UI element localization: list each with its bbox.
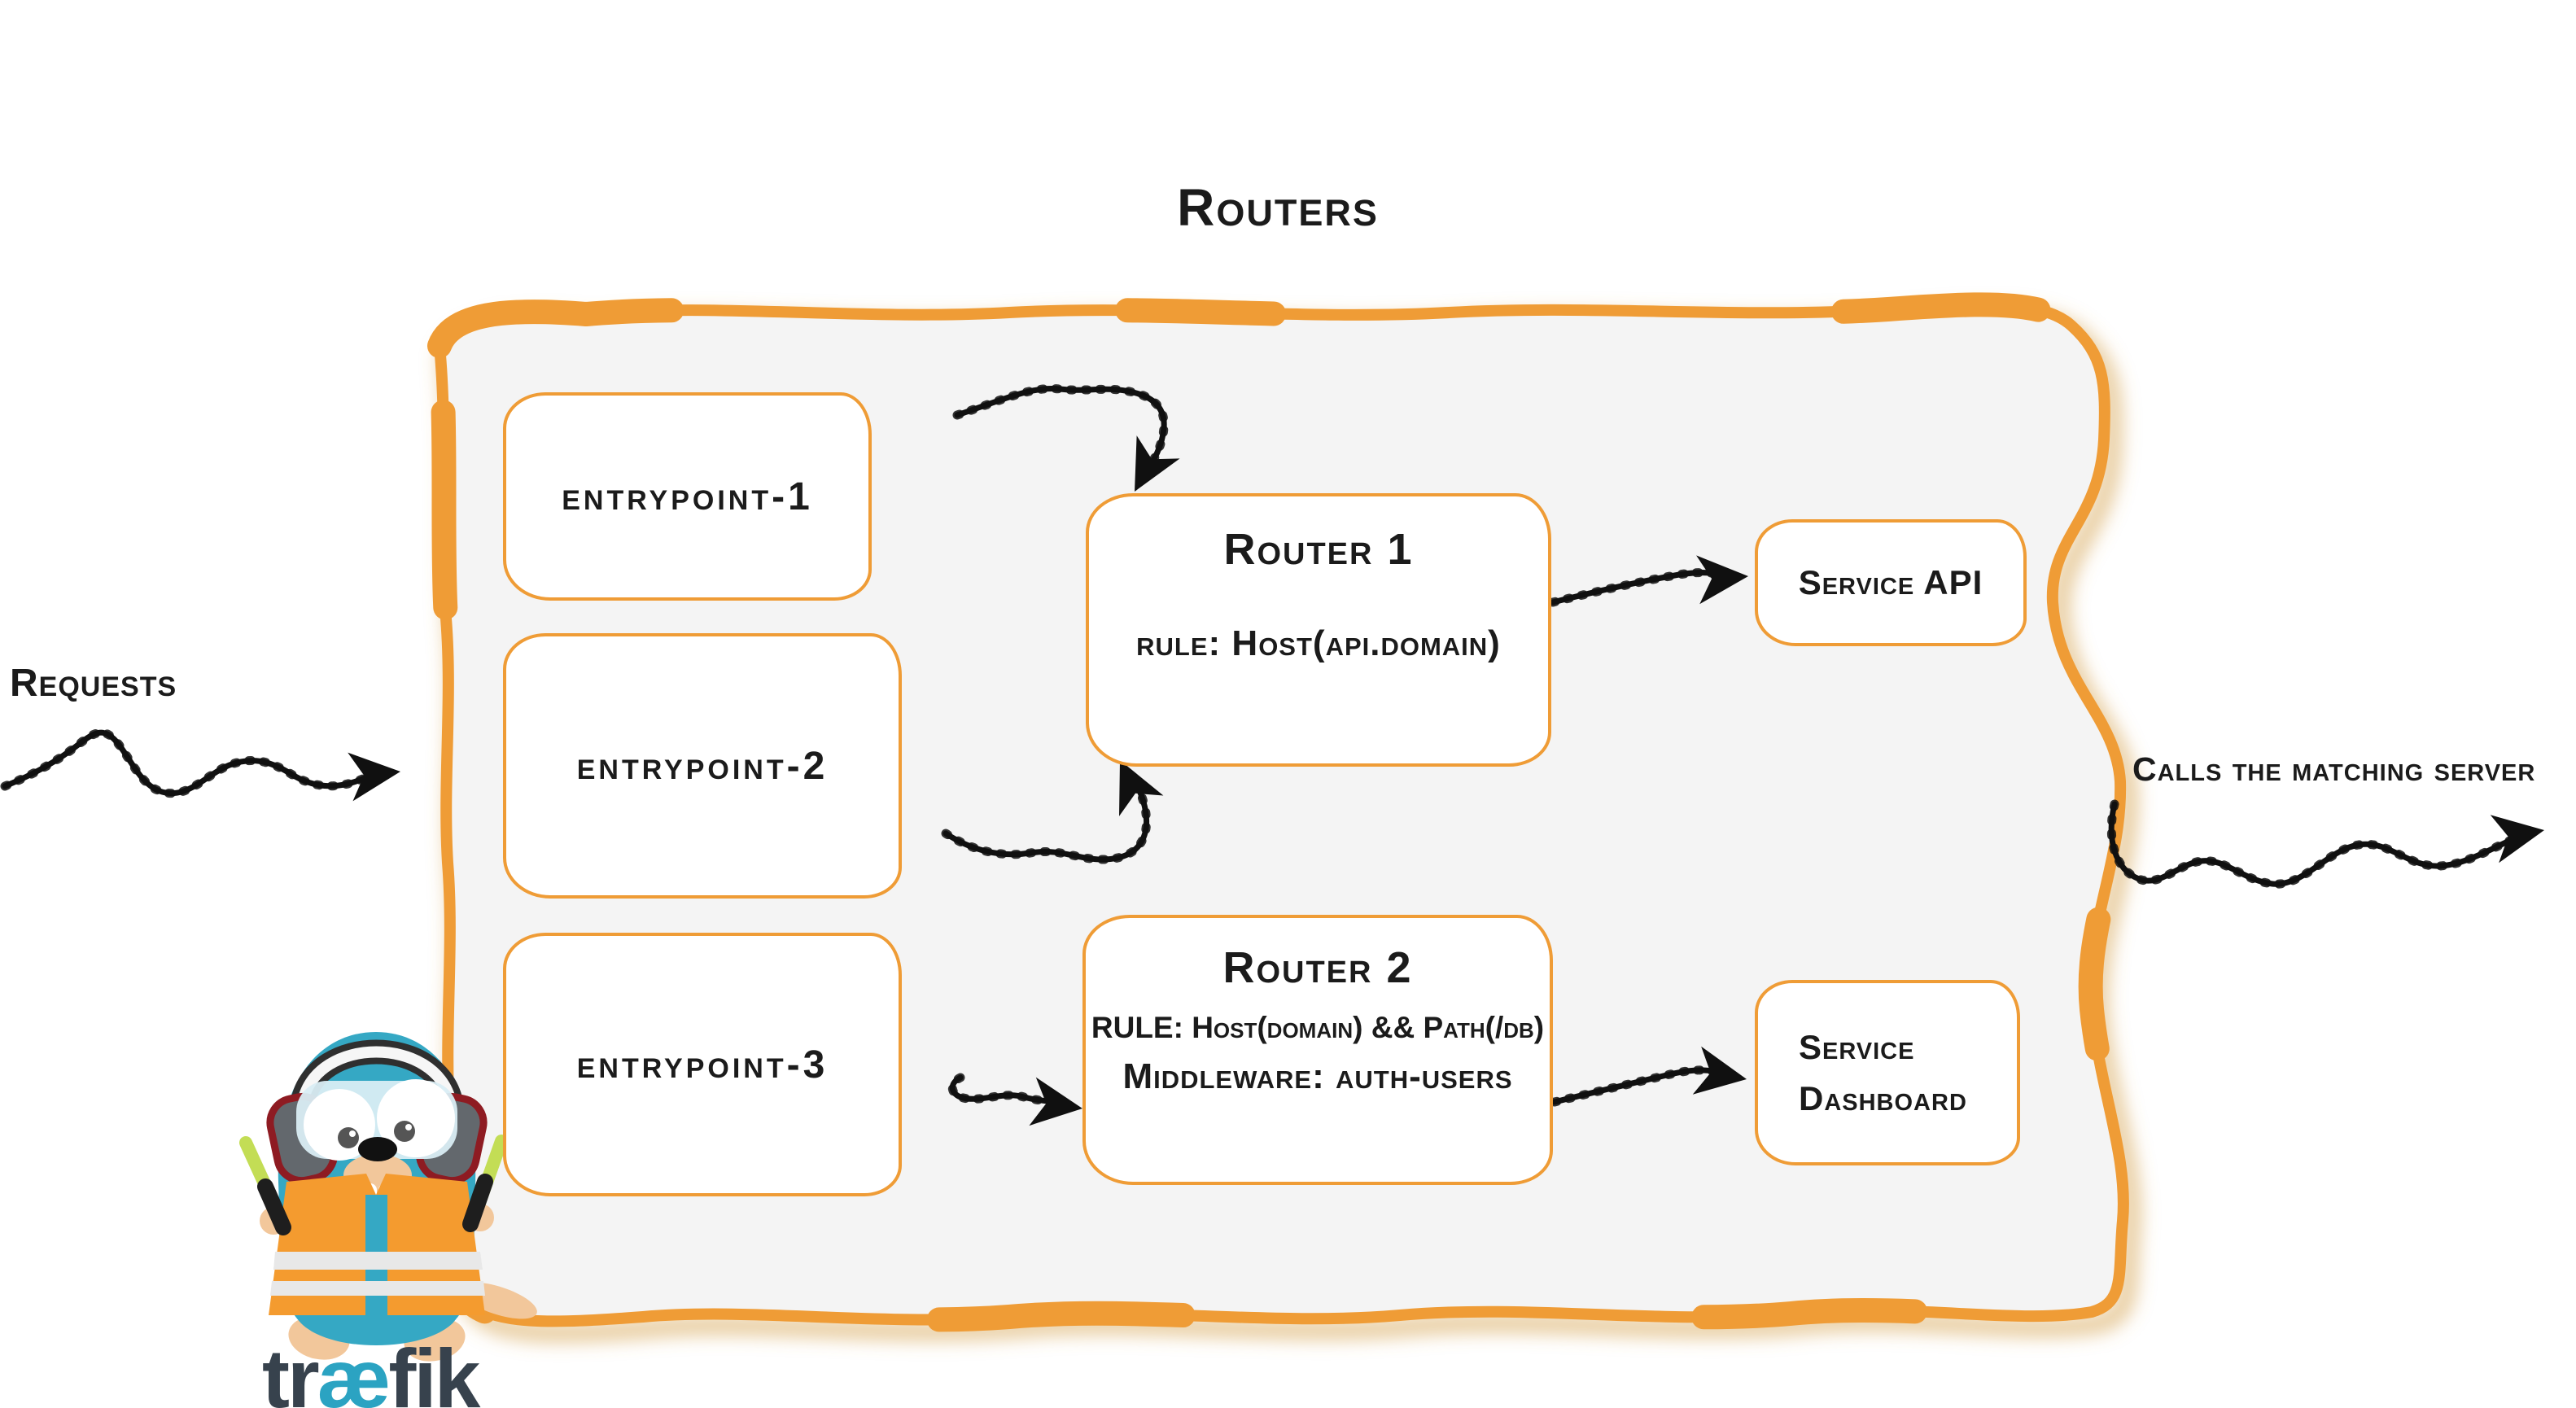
router-2-middleware: Middleware: auth-users	[1122, 1056, 1513, 1096]
calls-matching-server-label: Calls the matching server	[2132, 750, 2536, 788]
wordmark-ae: æ	[317, 1332, 391, 1408]
entrypoint-1-label: entrypoint-1	[562, 474, 813, 518]
wordmark-pre: tr	[262, 1332, 320, 1408]
service-api-box: Service API	[1755, 519, 2027, 646]
traefik-gopher-logo	[239, 1032, 537, 1362]
gopher-vest-stripe-2	[270, 1281, 485, 1296]
router-2-box: Router 2 RULE: Host(domain) && Path(/db)…	[1082, 915, 1553, 1185]
router-1-box: Router 1 rule: Host(api.domain)	[1086, 493, 1551, 767]
router-2-title: Router 2	[1222, 943, 1413, 992]
traefik-wordmark: træfik	[262, 1331, 480, 1408]
router-1-rule: rule: Host(api.domain)	[1136, 623, 1501, 663]
gopher-headphone-band-inner	[297, 1046, 457, 1108]
gopher-stick-handle-right	[462, 1174, 493, 1232]
gopher-eye-highlight-left	[349, 1130, 356, 1137]
entrypoint-2-box: entrypoint-2	[503, 633, 902, 899]
router-2-rule: RULE: Host(domain) && Path(/db)	[1091, 1011, 1545, 1044]
entrypoint-3-label: entrypoint-3	[576, 1043, 829, 1087]
requests-label: Requests	[10, 662, 177, 705]
gopher-eye-highlight-right	[405, 1124, 412, 1130]
entrypoint-3-box: entrypoint-3	[503, 933, 902, 1196]
arrowheads	[348, 435, 2544, 1126]
gopher-pupil-right	[394, 1121, 415, 1142]
page-title: Routers	[1177, 178, 1379, 237]
entrypoint-2-label: entrypoint-2	[576, 744, 829, 788]
router-1-title: Router 1	[1223, 525, 1414, 574]
gopher-vest-stripe-1	[273, 1252, 483, 1270]
wordmark-post: fik	[388, 1332, 480, 1408]
gopher-stick-handle-left	[257, 1178, 291, 1235]
entrypoint-1-box: entrypoint-1	[503, 392, 872, 601]
service-dashboard-box: Service Dashboard	[1755, 980, 2020, 1165]
gopher-nose	[358, 1137, 397, 1161]
service-dashboard-label: Service Dashboard	[1799, 1028, 1967, 1117]
service-api-label: Service API	[1798, 563, 1983, 601]
gopher-pupil-left	[338, 1127, 359, 1148]
